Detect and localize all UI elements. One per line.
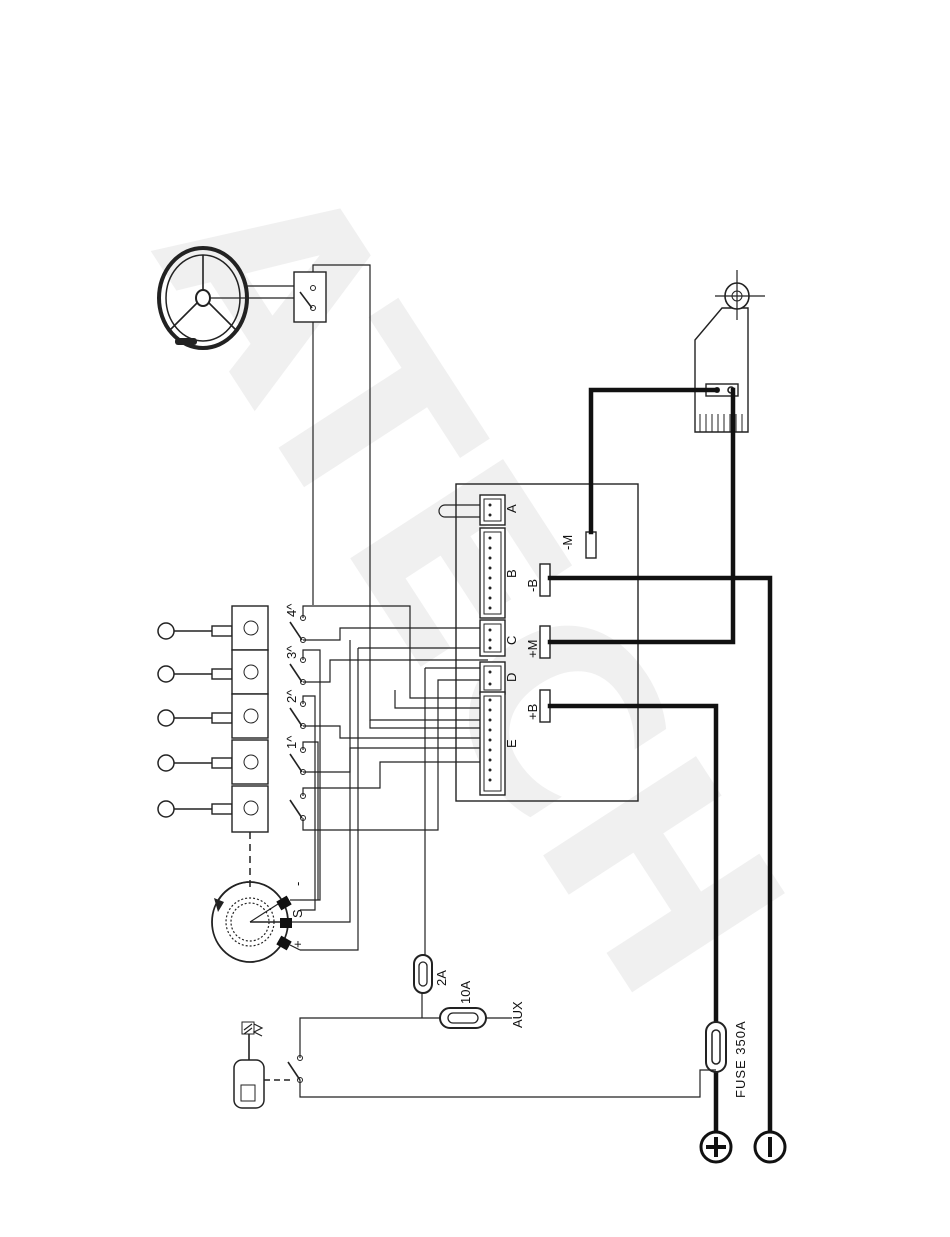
pot-plus-label: + [290,940,305,948]
terminal-plus-m-label: +M [525,640,540,658]
main-fuse-icon [706,1022,726,1072]
main-fuse-label: FUSE 350A [733,1020,748,1098]
key-switch-contact [288,1056,303,1083]
fuse-10a-icon [440,1008,486,1028]
terminal-plus-b-label: +B [525,704,540,720]
pot-minus-label: - [290,882,305,886]
lever-switch-5 [158,606,268,650]
aux-label: AUX [510,1001,525,1028]
switch-label-3: 3^ [284,645,299,659]
battery-negative-icon [755,1132,785,1162]
connector-e-label: E [504,739,519,748]
lever-switch-bank [158,606,268,890]
motor-icon [695,270,765,432]
fuse-2a-label: 2A [434,970,449,986]
terminal-minus-m-label: -M [560,535,575,550]
switch-label-2: 2^ [284,689,299,703]
lever-switch-2 [158,740,268,784]
lever-switch-1 [158,786,268,832]
watermark-text: ATECH [101,124,840,1044]
terminal-minus-b-label: -B [525,579,540,592]
connector-b-label: B [504,569,519,578]
lever-switch-4 [158,650,268,694]
switch-label-1: 1^ [284,735,299,749]
connector-c-label: C [504,636,519,645]
lever-switch-3 [158,694,268,738]
accelerator-potentiometer [212,882,300,962]
connector-d-label: D [504,673,519,682]
switch-label-4: 4^ [284,603,299,617]
fuse-2a-icon [414,955,432,993]
watermark: ATECH [101,124,840,1044]
pot-slider-label: S [290,909,305,918]
battery-positive-icon [701,1132,731,1162]
steering-microswitch [294,272,326,322]
fuse-10a-label: 10A [458,981,473,1004]
key-switch-icon [234,1022,290,1108]
connector-a-label: A [504,504,519,513]
